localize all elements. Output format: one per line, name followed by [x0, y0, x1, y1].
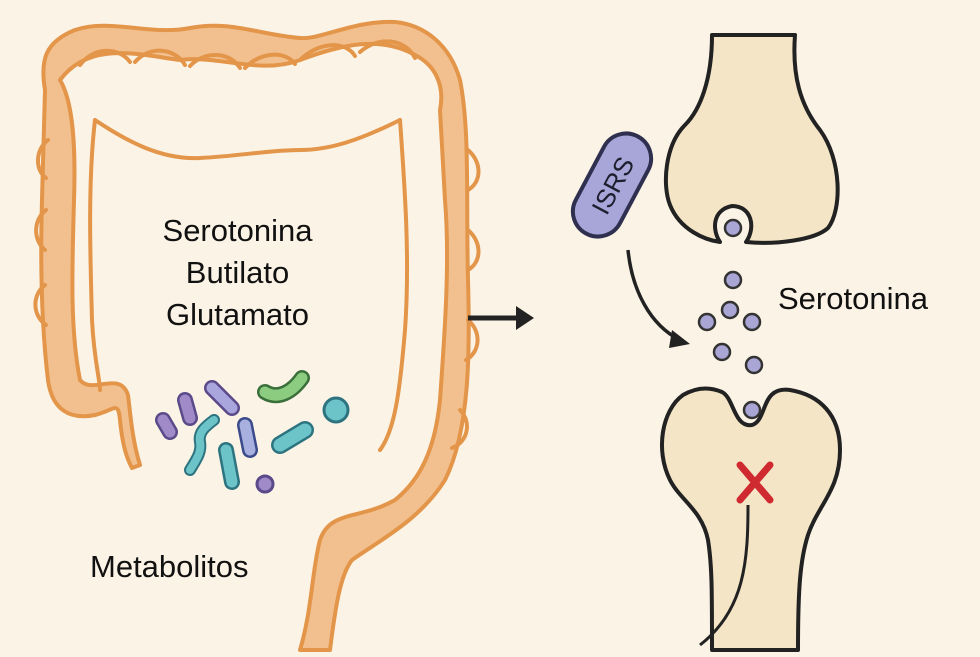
compound-label: Butilato: [185, 255, 290, 290]
bacterium: [273, 423, 312, 452]
vesicle: [742, 312, 762, 332]
vesicle: [744, 355, 764, 375]
bacterium: [186, 416, 218, 474]
bacterium: [322, 396, 350, 424]
presynaptic-neuron: [663, 33, 840, 245]
arrow-right-icon: [468, 306, 534, 330]
bacterium: [157, 414, 176, 438]
bacterium: [259, 372, 308, 401]
vesicle: [720, 300, 740, 320]
serotonin-label: Serotonina: [778, 281, 928, 316]
bacterium: [179, 394, 196, 424]
bacterium: [239, 419, 256, 456]
bacterium: [206, 382, 238, 414]
postsynaptic-neuron: [660, 386, 842, 652]
curved-arrow-icon: [626, 249, 690, 348]
metabolites-label: Metabolitos: [90, 549, 249, 584]
x-mark-icon: [736, 461, 774, 504]
vesicle: [697, 312, 717, 332]
gut-bacteria: [155, 370, 314, 490]
serotonin-vesicles: [697, 218, 764, 420]
compound-label: Serotonina: [162, 213, 313, 248]
vesicle: [742, 400, 762, 420]
large-intestine: [33, 19, 481, 652]
bacterium: [255, 474, 275, 494]
vesicle: [723, 270, 743, 290]
vesicle: [723, 218, 743, 238]
vesicle: [712, 342, 732, 362]
gut-compound-list: Serotonina Butilato Glutamato: [120, 210, 355, 336]
axon-line: [699, 504, 750, 647]
bacterium: [220, 444, 238, 488]
isrs-pill: ISRS: [570, 131, 654, 239]
compound-label: Glutamato: [165, 297, 309, 332]
